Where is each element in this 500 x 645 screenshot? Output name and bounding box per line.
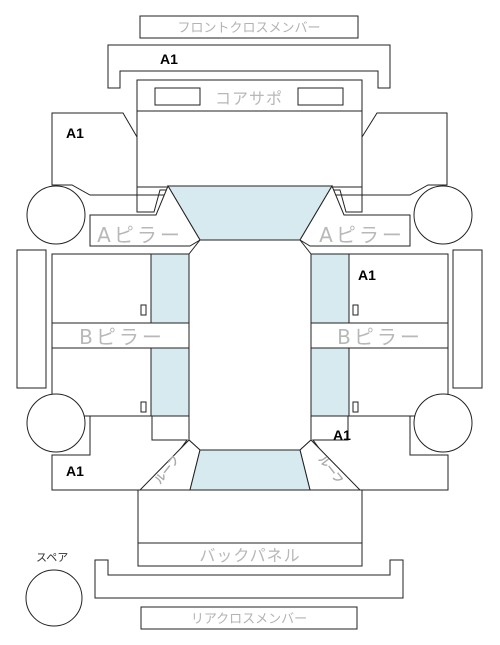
rear-left-quarter[interactable]	[51, 415, 188, 491]
back-panel-label: バックパネル	[199, 546, 300, 565]
rear-cross-member-label: リアクロスメンバー	[191, 612, 307, 627]
front-rating: A1	[160, 51, 178, 67]
rear-right-quarter[interactable]	[312, 415, 449, 491]
b-pillar-right[interactable]	[310, 322, 449, 349]
core-support-label: コアサポ	[215, 89, 283, 108]
headlight-right[interactable]	[297, 87, 344, 106]
front-left-fender[interactable]	[51, 112, 169, 213]
right-rear-door-handle[interactable]	[352, 401, 359, 413]
rear-left-wheel[interactable]	[26, 393, 86, 453]
front-right-fender[interactable]	[331, 112, 448, 213]
rear-bumper[interactable]	[94, 559, 404, 599]
roof[interactable]	[188, 239, 312, 451]
b-pillar-left[interactable]	[51, 322, 190, 349]
front-left-rating: A1	[66, 125, 84, 141]
a-pillar-left-label: Aピラー	[97, 223, 183, 247]
right-upper-rating: A1	[358, 267, 376, 283]
spare-tire[interactable]	[25, 569, 83, 627]
left-side-sill[interactable]	[16, 249, 47, 389]
trunk-area[interactable]	[137, 489, 363, 567]
right-lower-rating: A1	[333, 427, 351, 443]
front-bumper[interactable]	[107, 44, 391, 89]
front-cross-member-label: フロントクロスメンバー	[177, 21, 320, 36]
spare-label: スペア	[36, 551, 68, 564]
rear-cross-member-box[interactable]	[140, 606, 358, 630]
headlight-left[interactable]	[154, 87, 201, 106]
left-rear-door-handle[interactable]	[140, 401, 147, 413]
a-pillar-right-label: Aピラー	[319, 223, 405, 247]
left-front-door[interactable]	[51, 253, 153, 324]
rear-right-wheel[interactable]	[413, 393, 473, 453]
front-right-wheel[interactable]	[413, 185, 473, 245]
b-pillar-left-label: Bピラー	[79, 325, 165, 349]
rear-window[interactable]	[189, 449, 311, 491]
front-left-wheel[interactable]	[26, 185, 86, 245]
b-pillar-right-label: Bピラー	[337, 325, 423, 349]
right-front-door[interactable]	[347, 253, 449, 324]
front-cross-member-box[interactable]	[139, 15, 359, 39]
right-front-door-handle[interactable]	[352, 304, 359, 316]
left-front-door-handle[interactable]	[140, 304, 147, 316]
rear-left-rating: A1	[66, 463, 84, 479]
right-side-sill[interactable]	[452, 249, 483, 389]
